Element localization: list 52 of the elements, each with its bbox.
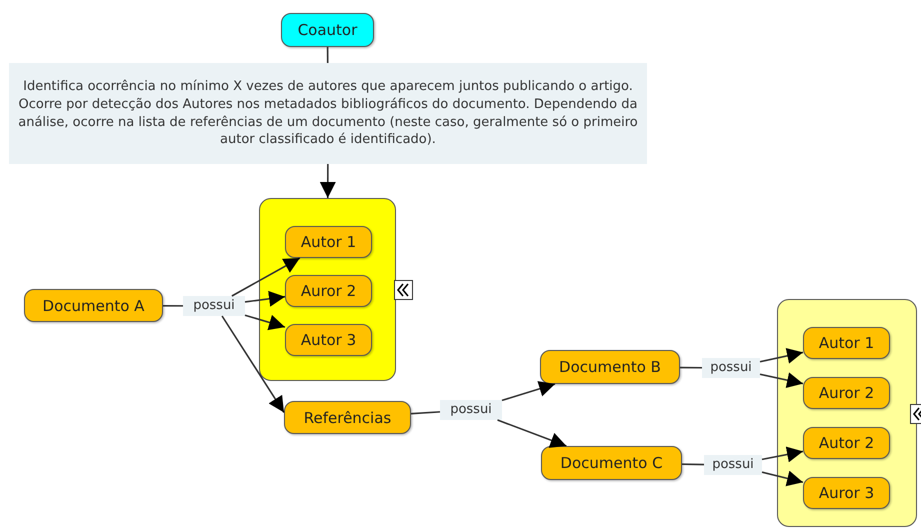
concept-label: Autor 1 [818,334,876,352]
arrow [760,348,804,364]
linking-phrase: Identifica ocorrência no mínimo X vezes de autores que aparecem juntos publicando o artigo. Ocorre por detecção dos Autores nos metadados bibliográficos do documento. Dependendo da análise, ocorre na lista de referências de um documento (neste caso, geralmente só o primeiro autor classificado é identificado). [17,78,639,149]
concept-box [285,275,372,307]
concept-box [541,446,682,480]
concept-label: Autor 1 [300,233,358,251]
concept-box [803,377,890,409]
concept-label: Coautor [296,21,358,39]
concept-box [803,427,890,459]
concept-label: Autor 2 [818,434,876,452]
arrow [762,470,804,486]
concept-box [284,401,411,434]
connector-line [410,411,440,414]
linking-phrase: possui [711,456,755,474]
concept-box [540,350,680,384]
concept-box [803,477,890,509]
arrow [244,314,286,330]
connector-line [326,47,328,63]
linking-phrase-box [702,358,760,378]
group-box [777,299,917,527]
connector-line [682,463,704,466]
arrow [244,290,286,307]
concept-label: Auror 3 [818,484,876,502]
linking-phrase: possui [709,359,753,377]
concept-label: Auror 2 [300,282,358,300]
linking-phrase-box [183,296,245,316]
concept-box [803,327,890,359]
concept-label: Referências [302,408,392,426]
linking-phrase-box [9,63,647,164]
arrow [320,164,336,198]
concept-box [285,324,372,356]
linking-phrase: possui [449,401,493,419]
arrow [221,316,285,413]
linking-phrase-box [704,455,762,475]
arrow [232,257,300,297]
concept-box [285,226,372,258]
concept-label: Auror 2 [818,384,876,402]
concept-box [24,289,163,322]
concept-label: Documento C [559,454,664,472]
concept-label: Documento A [42,296,146,314]
arrow [497,419,567,448]
connector-line [680,366,702,369]
linking-phrase: possui [192,297,236,315]
group-box [259,198,396,381]
arrow [760,372,804,388]
arrow [762,446,804,462]
linking-phrase-box [440,400,502,420]
concept-label: Documento B [558,358,662,376]
concept-label: Autor 3 [300,331,358,349]
concept-box [281,13,374,47]
arrow [502,381,556,402]
connector-line [163,305,183,307]
